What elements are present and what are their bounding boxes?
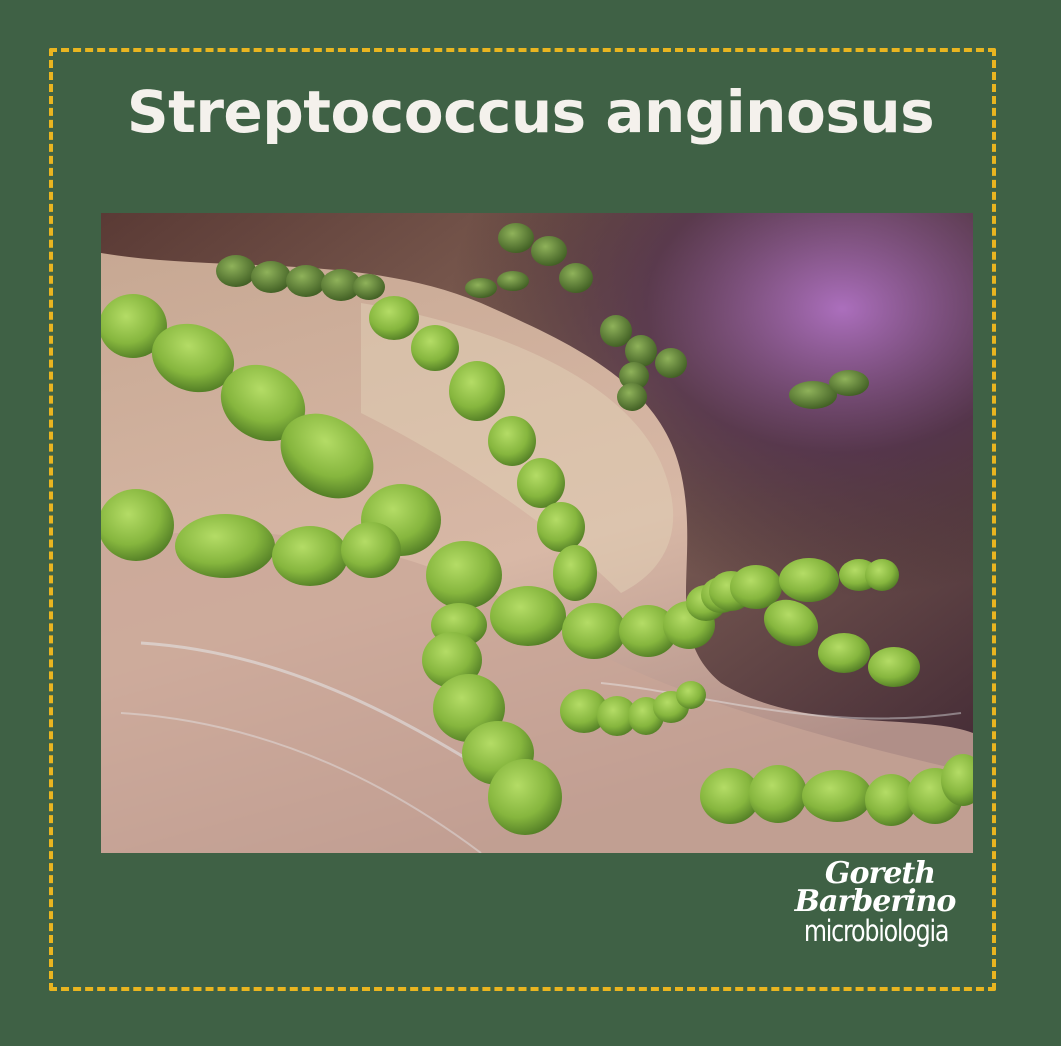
- brand-name-line2: Barberino: [794, 884, 957, 919]
- bacteria-illustration: [101, 213, 973, 853]
- brand-subtitle: microbiologia: [803, 914, 950, 948]
- brand-logo: Goreth Barberino microbiologia: [790, 856, 970, 948]
- dashed-border-frame: [49, 48, 996, 991]
- page-title: Streptococcus anginosus: [126, 78, 935, 146]
- brand-name-line1: Goreth: [824, 856, 936, 891]
